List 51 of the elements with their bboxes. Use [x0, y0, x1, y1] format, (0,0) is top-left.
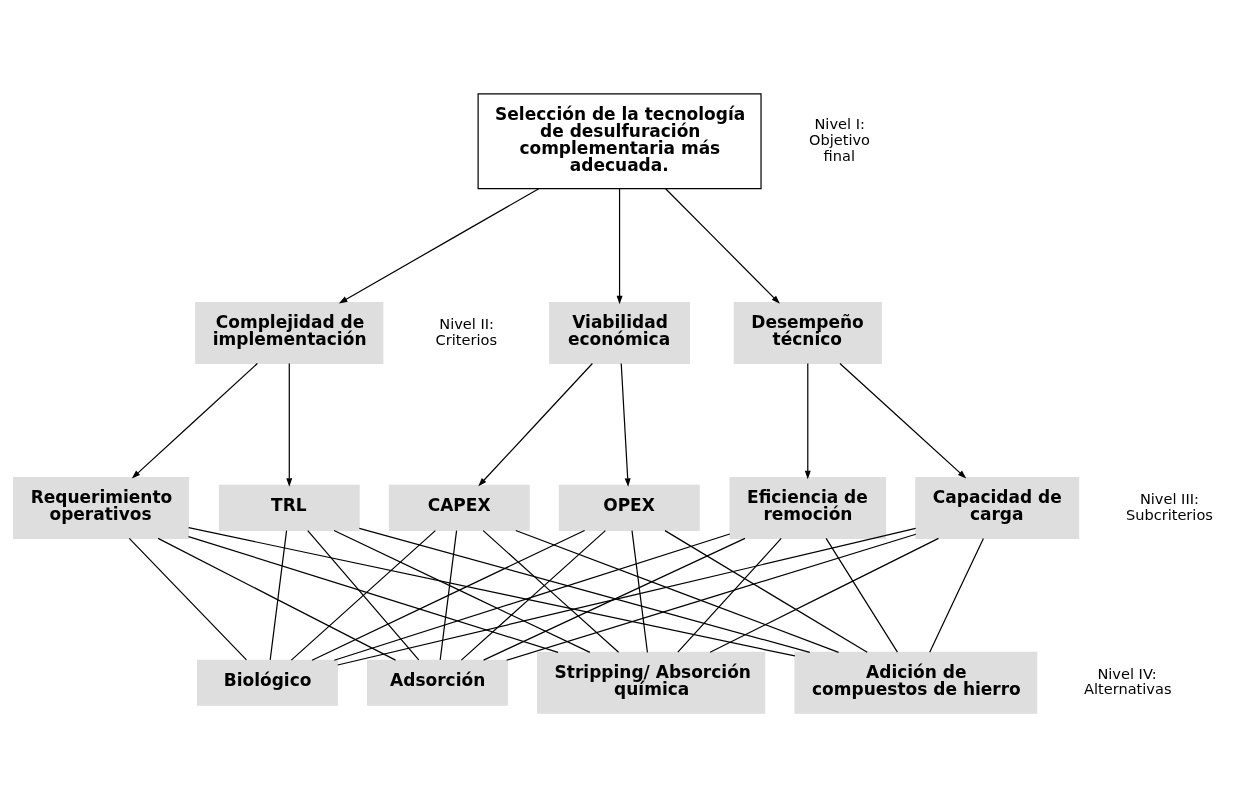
connector	[333, 533, 731, 661]
node-box: Complejidad de implementación	[195, 302, 384, 365]
label: Nivel III: Subcriterios	[1125, 489, 1213, 523]
node-box: OPEX	[558, 484, 700, 531]
arrow	[665, 188, 780, 304]
connector	[439, 530, 458, 661]
connector	[311, 529, 586, 661]
connector	[307, 530, 420, 661]
connector	[269, 530, 288, 661]
connector	[825, 537, 899, 653]
arrow	[616, 188, 623, 305]
connector	[664, 530, 868, 653]
node-box: Requerimiento operativos	[13, 476, 190, 539]
connector	[188, 527, 796, 657]
node-box: Viabilidad económica	[549, 302, 690, 365]
connector	[187, 535, 559, 653]
node-box: CAPEX	[388, 484, 530, 531]
connector	[157, 537, 397, 661]
node-box: Adición de compuestos de hierro	[794, 651, 1038, 714]
connector	[290, 530, 436, 661]
connector	[128, 537, 248, 661]
label: Nivel II: Criterios	[435, 314, 498, 348]
arrow	[338, 188, 540, 304]
connector	[460, 530, 606, 661]
connector	[631, 530, 649, 653]
connector	[358, 527, 811, 653]
arrow	[804, 362, 811, 480]
node-box: Biológico	[197, 659, 338, 706]
arrow	[620, 362, 631, 487]
node-box: Desempeño técnico	[733, 302, 882, 365]
arrow	[286, 362, 293, 487]
arrow	[839, 362, 967, 479]
label: Nivel I: Objetivo final	[809, 115, 870, 164]
connector	[333, 529, 591, 653]
connector	[482, 537, 746, 661]
node-box: Adsorción	[367, 659, 508, 706]
connector	[677, 537, 782, 653]
arrow	[478, 362, 593, 487]
arrow	[131, 362, 258, 479]
node-box: TRL	[218, 484, 360, 531]
node-box: Stripping/ Absorción química	[537, 651, 766, 714]
connector	[337, 527, 917, 666]
connector	[505, 533, 917, 661]
node-box: Eficiencia de remoción	[729, 476, 887, 539]
node-box: Capacidad de carga	[915, 476, 1080, 539]
connector	[515, 529, 840, 653]
connector	[929, 537, 984, 653]
label: Nivel IV: Alternativas	[1084, 664, 1172, 698]
connector	[709, 537, 940, 653]
node-box: Selección de la tecnología de desulfuración complementaria más adecuada.	[477, 93, 762, 190]
connector	[482, 530, 620, 653]
